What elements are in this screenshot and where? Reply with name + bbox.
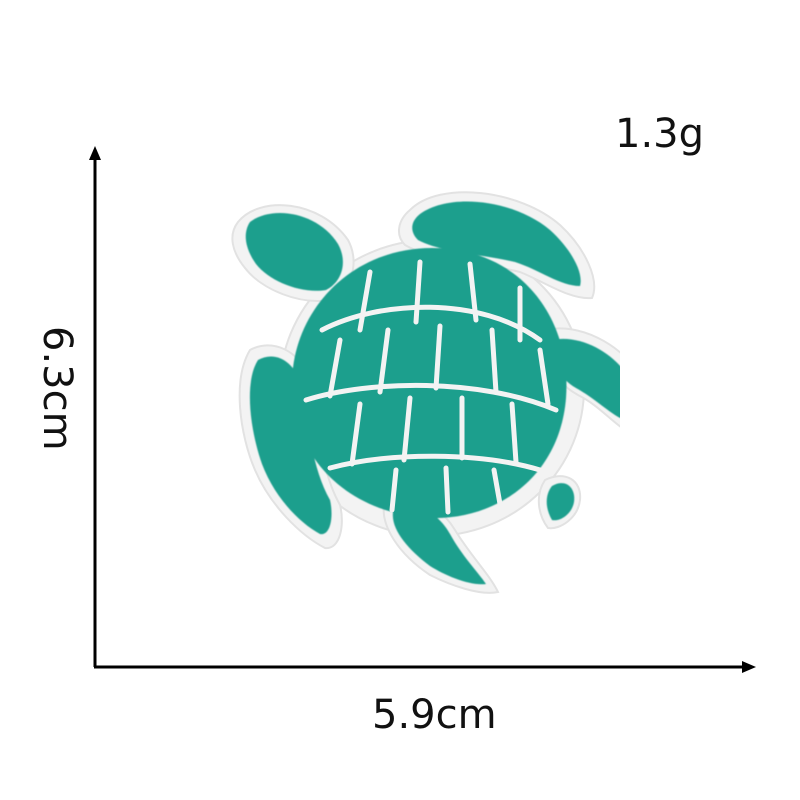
- shell-plates: [303, 259, 559, 515]
- horizontal-arrow-icon: [742, 661, 756, 673]
- sea-turtle-patch-image: [231, 191, 620, 594]
- vertical-arrow-icon: [89, 146, 101, 160]
- width-label: 5.9cm: [372, 692, 497, 738]
- weight-label: 1.3g: [615, 111, 705, 157]
- height-label: 6.3cm: [34, 326, 80, 451]
